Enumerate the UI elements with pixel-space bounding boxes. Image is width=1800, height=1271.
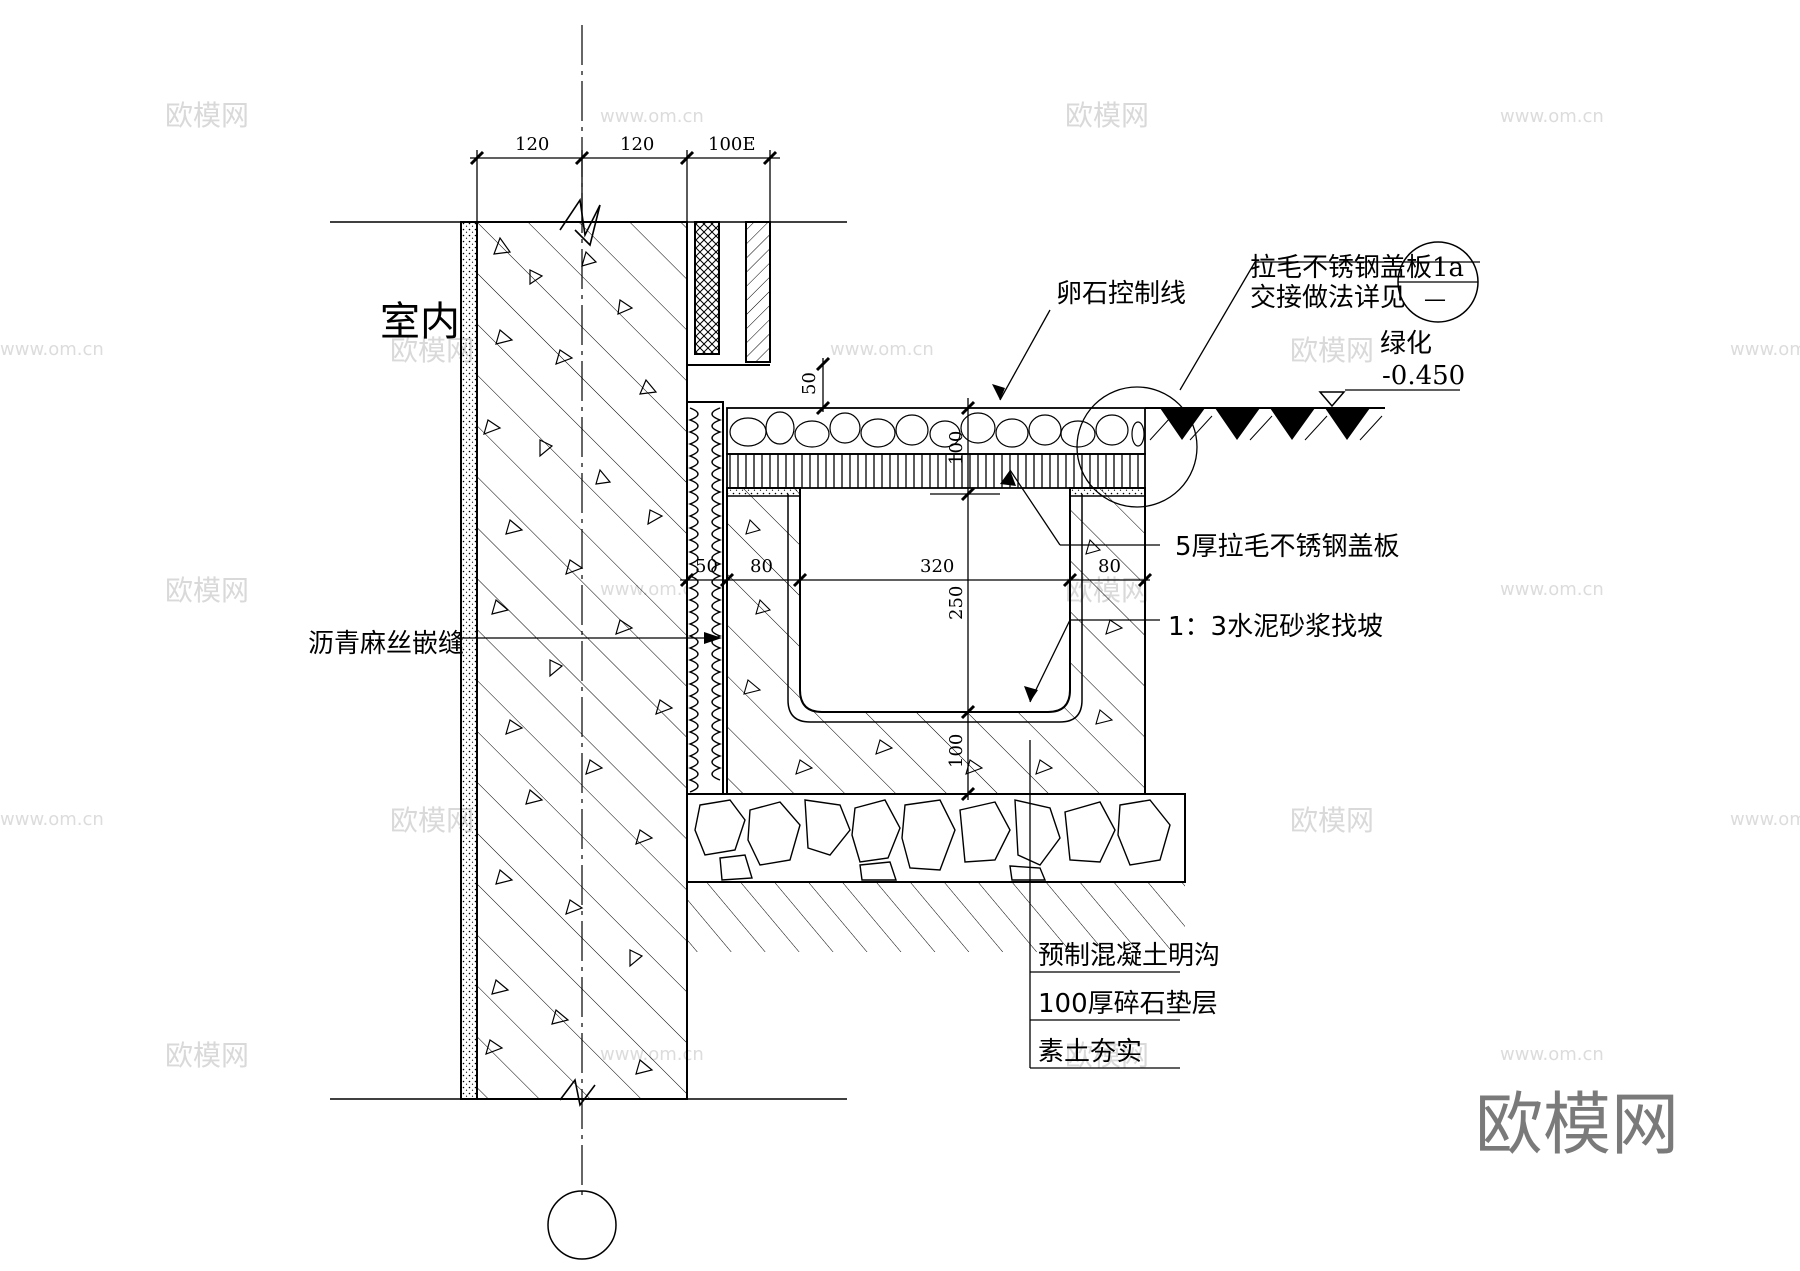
cover-plate [726,453,1146,489]
watermark-brand: 欧模网 [165,99,249,132]
joint-wave [688,407,699,793]
dim-pebble-height: 50 [799,372,820,395]
watermark-brand: 欧模网 [1065,99,1149,132]
green-ground [1145,391,1385,441]
watermark-url: www.om.cn [830,339,934,360]
arrowheads [704,384,1038,702]
watermark-brand: 欧模网 [165,574,249,607]
watermark-url: www.om.cn [0,809,104,830]
dim-base-thickness: 100 [946,734,967,768]
dim-top-2: 120 [620,134,654,155]
label-layer-soil: 素土夯实 [1038,1037,1142,1067]
label-greening-level: -0.450 [1382,361,1465,391]
watermark-brand: 欧模网 [165,1039,249,1072]
watermark-url: www.om.cn [600,106,704,127]
label-asphalt-joint: 沥青麻丝嵌缝 [308,629,464,659]
label-greening: 绿化 [1380,329,1432,359]
dim-channel-depth: 250 [946,586,967,620]
watermark-url: www.om.cn [1500,106,1604,127]
watermark-url: www.om.cn [1730,809,1800,830]
gravel-stones [694,799,1171,881]
label-steel-plate: 5厚拉毛不锈钢盖板 [1175,532,1400,562]
pebbles [729,411,1145,448]
detail-callout-circle [1076,386,1198,508]
label-layer-gravel: 100厚碎石垫层 [1038,989,1218,1019]
main-wall [460,221,688,1100]
label-detail-sheet: — [1424,287,1446,312]
watermark-url: www.om.cn [0,339,104,360]
label-layer-precast: 预制混凝土明沟 [1038,941,1220,971]
label-mortar: 1：3水泥砂浆找坡 [1168,612,1383,642]
dim-top-3: 100E [708,134,756,155]
watermark-brand: 欧模网 [1290,804,1374,837]
watermark-url: www.om.cn [1500,579,1604,600]
dim-channel-width: 320 [920,556,954,577]
asphalt-joint [686,401,724,795]
gravel-base [686,793,1186,883]
ditch-structure [686,401,1186,952]
brand-watermark-large: 欧模网 [1475,1086,1679,1165]
compacted-soil [687,882,1185,952]
label-pebble-line: 卵石控制线 [1056,279,1186,309]
watermark-brand: 欧模网 [1065,1039,1149,1072]
dim-top-1: 120 [515,134,549,155]
label-cover-ref-1: 拉毛不锈钢盖板 [1250,253,1432,283]
dim-wall-right: 80 [1098,556,1121,577]
upper-wall-elements [687,221,771,366]
watermark-url: www.om.cn [1500,1044,1604,1065]
leader-lines [458,261,1480,1069]
label-cover-ref-2: 交接做法详见 [1250,283,1406,313]
channel-body [726,487,1146,795]
axis-bubble [547,1190,617,1260]
label-detail-number: 1a [1432,253,1464,283]
watermark-brand: 欧模网 [1290,334,1374,367]
dimension-lines [469,150,1153,802]
dim-wall-left: 80 [750,556,773,577]
watermark-url: www.om.cn [1730,339,1800,360]
label-indoor: 室内 [380,299,460,345]
dim-cover-height: 100 [946,431,967,465]
dim-joint-width: 50 [695,556,718,577]
